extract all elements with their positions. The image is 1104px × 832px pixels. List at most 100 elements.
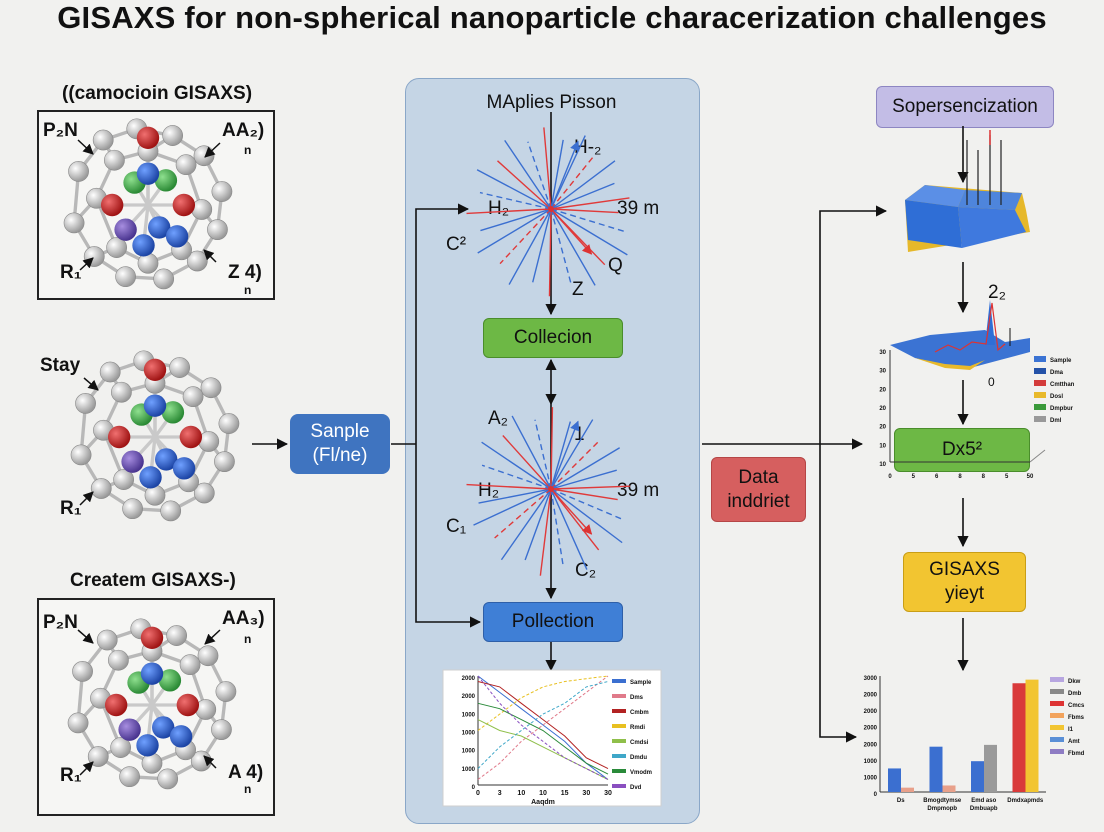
bar-y-tick: 2000 — [864, 709, 878, 715]
surf-legend-swatch — [1034, 416, 1046, 422]
surf-depth-axis — [1029, 449, 1046, 463]
mini-series-line — [477, 681, 609, 769]
atom — [152, 716, 175, 739]
ray — [466, 483, 552, 490]
mini-series-line — [477, 719, 609, 780]
ray — [508, 208, 552, 285]
bar — [929, 746, 943, 792]
ray — [478, 488, 552, 504]
ray — [548, 208, 552, 297]
ray — [550, 488, 600, 551]
grey-atom — [197, 645, 219, 667]
molecule — [70, 350, 240, 522]
ray — [480, 208, 552, 232]
ray — [550, 488, 588, 570]
mini-legend-swatch — [612, 754, 626, 758]
ray — [539, 488, 552, 576]
label-stay: Stay — [40, 355, 81, 376]
label-z4-sub: n — [244, 283, 252, 297]
bar — [1025, 679, 1039, 792]
ray — [550, 485, 631, 490]
data-box: Data inddriet — [711, 457, 806, 522]
ray — [473, 488, 552, 526]
grey-atom — [160, 500, 182, 522]
mini-x-tick: 15 — [561, 790, 569, 797]
surf-legend-label: Cmtthan — [1050, 382, 1075, 388]
grey-atom — [96, 629, 118, 651]
grey-atom — [108, 649, 129, 671]
burst1-bottom: Z — [572, 279, 584, 300]
burst2-bottom: C₂ — [575, 560, 597, 581]
bar — [942, 785, 956, 792]
label-aa3: AA₃) — [222, 608, 265, 629]
ray — [550, 419, 594, 490]
atom — [158, 669, 182, 692]
bar-y-tick: 1000 — [864, 775, 878, 781]
bar-y-tick: 0 — [874, 792, 878, 798]
mini-legend-label: Dms — [630, 695, 644, 701]
mini-y-tick: 1000 — [462, 712, 476, 718]
burst2-top-left: A₂ — [488, 408, 509, 429]
grey-atom — [179, 654, 201, 676]
atom — [136, 734, 159, 757]
atom — [100, 193, 124, 217]
label-r1-bottom: R₁ — [60, 765, 82, 786]
ray — [504, 139, 552, 210]
label-a4: A 4) — [228, 762, 264, 783]
ray — [500, 488, 552, 561]
grey-atom — [122, 498, 143, 520]
mini-legend-label: Sample — [630, 680, 652, 686]
mini-legend-swatch — [612, 739, 626, 743]
bar-x-subtick: Dmpmopb — [927, 806, 957, 812]
atom — [172, 457, 196, 480]
surf-x-tick: 6 — [935, 474, 939, 480]
grey-atom — [182, 386, 204, 408]
left-pointer-arrows — [77, 139, 221, 776]
ray — [481, 464, 552, 490]
grey-atom — [75, 393, 96, 414]
ray — [550, 208, 619, 214]
bar-legend-label: Amt — [1068, 739, 1080, 745]
gisaxs-line1: GISAXS — [929, 559, 1000, 580]
pollection-box: Pollection — [483, 602, 623, 642]
burst1-right: 39 m — [617, 198, 660, 219]
atom — [154, 169, 178, 192]
panel-title: MAplies Pisson — [486, 92, 617, 113]
grey-atom — [106, 237, 128, 258]
mini-chart-bg — [442, 669, 662, 807]
grey-atom — [162, 125, 184, 146]
grey-atom — [218, 413, 240, 434]
surf-y-tick: 20 — [879, 425, 886, 431]
gisaxs-line2: yieyt — [944, 583, 985, 604]
ray-arrow-blue — [550, 140, 580, 210]
peak-label: 2₂ — [988, 282, 1006, 303]
grey-atom — [175, 154, 197, 176]
atom — [114, 218, 137, 241]
bar-y-tick: 2000 — [864, 726, 878, 732]
ray — [511, 415, 552, 490]
ray — [550, 421, 572, 490]
grey-atom — [157, 768, 179, 790]
mini-x-tick: 0 — [476, 790, 480, 797]
mini-y-tick: 0 — [472, 785, 476, 791]
grey-atom — [110, 737, 132, 758]
ray — [550, 488, 564, 565]
sample-line2: (Fl/ne) — [312, 445, 368, 466]
burst2-lower-left: C₁ — [446, 516, 467, 537]
burst-center — [548, 486, 554, 492]
block-front-right — [958, 207, 1026, 248]
atom — [139, 466, 162, 489]
bar-x-tick: Emd aso — [971, 798, 996, 804]
atom — [179, 425, 203, 449]
mini-series-line — [477, 702, 609, 775]
surface-edge — [915, 358, 985, 370]
burst1-left: H₂ — [488, 198, 510, 219]
bar-y-tick: 2000 — [864, 693, 878, 699]
surface-trace — [934, 302, 1006, 353]
ray — [476, 169, 552, 210]
surf-legend-swatch — [1034, 404, 1046, 410]
surf-legend-swatch — [1034, 392, 1046, 398]
label-p2n-top: P₂N — [43, 120, 78, 141]
ray — [550, 208, 596, 286]
